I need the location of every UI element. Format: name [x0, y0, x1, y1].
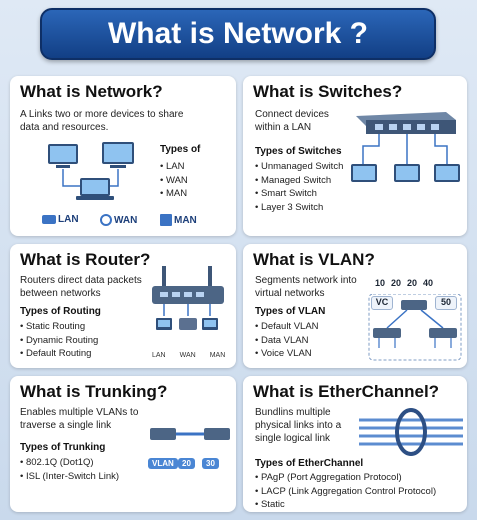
list-item: Voice VLAN [255, 347, 319, 361]
trunking-description: Enables multiple VLANs to traverse a sin… [20, 407, 139, 431]
card-vlan: What is VLAN? Segments network into virt… [243, 244, 467, 368]
list-item: PAgP (Port Aggregation Protocol) [255, 471, 436, 485]
page-title: What is Network ? [107, 17, 369, 50]
network-heading: What is Network? [20, 82, 163, 101]
wan-badge: WAN [100, 214, 137, 226]
etherchannel-description: Bundlins multiple physical links into a … [255, 407, 342, 444]
switches-description: Connect devices within a LAN [255, 109, 329, 133]
list-item: Managed Switch [255, 174, 343, 188]
man-badge: MAN [160, 214, 197, 226]
trunking-heading: What is Trunking? [20, 382, 168, 401]
vlan-heading: What is VLAN? [253, 250, 375, 269]
list-item: WAN [160, 174, 188, 188]
vlan-illustration [368, 294, 462, 361]
router-label-wan: WAN [179, 352, 196, 359]
list-item: Static [255, 498, 436, 512]
router-description: Routers direct data packets between netw… [20, 275, 142, 299]
network-types-list: LAN WAN MAN [160, 160, 188, 201]
lan-badge-label: LAN [58, 214, 79, 225]
title-banner: What is Network ? [40, 8, 436, 60]
list-item: Unmanaged Switch [255, 160, 343, 174]
etherchannel-illustration [359, 408, 463, 456]
router-types-list: Static Routing Dynamic Routing Default R… [20, 320, 98, 361]
network-devices-illustration [48, 142, 134, 200]
vlan-id: 20 [407, 278, 418, 288]
vlan-id: 10 [375, 278, 386, 288]
wan-badge-label: WAN [114, 214, 138, 226]
router-illustration [152, 266, 224, 330]
switches-heading: What is Switches? [253, 82, 403, 101]
network-types-label: Types of [160, 144, 201, 155]
router-segment-labels: LAN WAN MAN [152, 352, 225, 359]
vlan-id-row: 10 20 20 40 [375, 278, 433, 288]
card-trunking: What is Trunking? Enables multiple VLANs… [10, 376, 236, 512]
etherchannel-types-label: Types of EtherChannel [255, 458, 364, 469]
etherchannel-types-list: PAgP (Port Aggregation Protocol) LACP (L… [255, 471, 436, 512]
list-item: Data VLAN [255, 334, 319, 348]
list-item: Smart Switch [255, 187, 343, 201]
network-description: A Links two or more devices to share dat… [20, 109, 184, 133]
vlan-id: 40 [423, 278, 434, 288]
trunk-tag-20: 20 [178, 458, 195, 469]
card-etherchannel: What is EtherChannel? Bundlins multiple … [243, 376, 467, 512]
trunk-tag-30: 30 [202, 458, 219, 469]
card-switches: What is Switches? Connect devices within… [243, 76, 467, 236]
vlan-box-left: VC [371, 296, 393, 310]
router-heading: What is Router? [20, 250, 151, 269]
list-item: MAN [160, 187, 188, 201]
card-router: What is Router? Routers direct data pack… [10, 244, 236, 368]
list-item: ISL (Inter-Switch Link) [20, 470, 119, 484]
list-item: LAN [160, 160, 188, 174]
switch-illustration [351, 112, 460, 182]
vlan-types-label: Types of VLAN [255, 306, 326, 317]
switches-types-label: Types of Switches [255, 146, 342, 157]
router-label-man: MAN [209, 352, 226, 359]
list-item: Layer 3 Switch [255, 201, 343, 215]
router-label-lan: LAN [152, 352, 166, 359]
vlan-description: Segments network into virtual networks [255, 275, 357, 299]
list-item: Default VLAN [255, 320, 319, 334]
list-item: LACP (Link Aggregation Control Protocol) [255, 485, 436, 499]
list-item: Static Routing [20, 320, 98, 334]
list-item: Default Routing [20, 347, 98, 361]
etherchannel-heading: What is EtherChannel? [253, 382, 440, 401]
trunk-illustration [150, 428, 230, 440]
building-icon [160, 214, 172, 226]
router-types-label: Types of Routing [20, 306, 101, 317]
trunking-types-label: Types of Trunking [20, 442, 106, 453]
switches-types-list: Unmanaged Switch Managed Switch Smart Sw… [255, 160, 343, 214]
globe-icon [100, 214, 112, 226]
vlan-id: 20 [391, 278, 402, 288]
vlan-box-right: 50 [435, 296, 457, 310]
list-item: Dynamic Routing [20, 334, 98, 348]
list-item: 802.1Q (Dot1Q) [20, 456, 119, 470]
lan-badge: LAN [42, 214, 79, 225]
card-network: What is Network? A Links two or more dev… [10, 76, 236, 236]
vlan-types-list: Default VLAN Data VLAN Voice VLAN [255, 320, 319, 361]
trunking-types-list: 802.1Q (Dot1Q) ISL (Inter-Switch Link) [20, 456, 119, 483]
lan-icon [42, 215, 56, 224]
man-badge-label: MAN [174, 214, 197, 226]
trunk-tag-vlan: VLAN [148, 458, 178, 469]
